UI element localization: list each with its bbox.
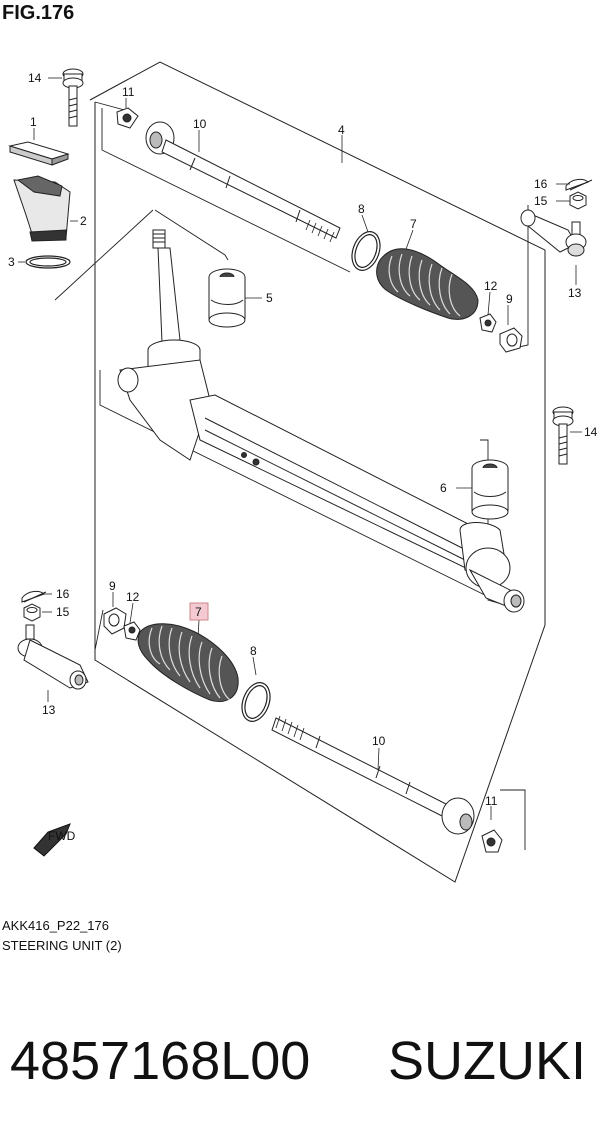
callout-16-bottom: 16 xyxy=(56,587,70,601)
callout-15-bottom: 15 xyxy=(56,605,70,619)
tie-rod-end-part-13-top xyxy=(520,209,587,257)
callout-16-top: 16 xyxy=(534,177,548,191)
callout-15-top: 15 xyxy=(534,194,548,208)
figure-title: FIG.176 xyxy=(2,2,75,24)
pinion-housing xyxy=(117,229,211,461)
callout-6: 6 xyxy=(440,481,447,495)
callout-7-top: 7 xyxy=(410,217,417,231)
bellows-part-7-top xyxy=(376,248,479,320)
callout-2: 2 xyxy=(80,214,87,228)
callout-11-bottom: 11 xyxy=(485,794,498,808)
nut-part-12-bottom xyxy=(123,621,141,641)
reference-lines xyxy=(54,101,529,850)
callout-12-bottom: 12 xyxy=(126,590,140,604)
steering-unit-diagram: FWD 14 11 10 4 1 2 3 5 8 7 16 15 13 12 9… xyxy=(8,61,598,883)
highlight-box xyxy=(189,602,209,621)
callout-7-bottom: 7 xyxy=(195,605,202,619)
callout-9-bottom: 9 xyxy=(109,579,116,593)
callout-8-bottom: 8 xyxy=(250,644,257,658)
callout-12-top: 12 xyxy=(484,279,498,293)
callout-1: 1 xyxy=(30,115,37,129)
brand-name: SUZUKI xyxy=(388,1031,587,1091)
callout-13-bottom: 13 xyxy=(42,703,56,717)
clamp-part-8-top xyxy=(351,231,381,271)
figure-code: AKK416_P22_176 xyxy=(2,918,109,933)
clamp-part-8-bottom xyxy=(241,682,271,722)
bellows-part-7-bottom xyxy=(137,623,239,702)
cotter-pin-part-16-top xyxy=(565,178,593,191)
callout-5: 5 xyxy=(266,291,273,305)
bushing-part-5 xyxy=(208,268,246,328)
callout-14-right: 14 xyxy=(584,425,598,439)
cotter-pin-part-16-bottom xyxy=(21,590,47,603)
callout-3: 3 xyxy=(8,255,15,269)
part-number: 4857168L00 xyxy=(10,1031,311,1091)
nut-part-15-top xyxy=(569,191,587,210)
callout-9-top: 9 xyxy=(506,292,513,306)
nut-part-11-top xyxy=(116,107,139,129)
cover-part-2 xyxy=(13,175,71,242)
nut-part-11-bottom xyxy=(481,829,503,853)
callout-labels: 14 11 10 4 1 2 3 5 8 7 16 15 13 12 9 14 … xyxy=(8,71,598,808)
washer-part-1 xyxy=(8,141,70,166)
figure-subtitle: STEERING UNIT (2) xyxy=(2,938,122,953)
nut-part-15-bottom xyxy=(23,603,41,622)
inner-tie-rod-part-10-bottom xyxy=(271,715,475,835)
bolt-part-14-top xyxy=(62,68,84,127)
callout-14-top: 14 xyxy=(28,71,42,85)
inner-tie-rod-part-10-top xyxy=(145,121,341,243)
callout-10-bottom: 10 xyxy=(372,734,386,748)
callout-10-top: 10 xyxy=(193,117,207,131)
nut-part-9-top xyxy=(499,327,523,353)
tie-rod-end-part-13-bottom xyxy=(17,624,89,690)
callout-11-top: 11 xyxy=(122,85,135,99)
fwd-label: FWD xyxy=(48,829,76,843)
bushing-part-6 xyxy=(471,459,509,520)
callout-4: 4 xyxy=(338,123,345,137)
nut-part-9-bottom xyxy=(103,607,127,635)
nut-part-12-top xyxy=(479,313,497,333)
fwd-arrow-icon: FWD xyxy=(33,823,76,857)
callout-8-top: 8 xyxy=(358,202,365,216)
bolt-part-14-right xyxy=(552,406,574,465)
callout-13-top: 13 xyxy=(568,286,582,300)
ring-part-3 xyxy=(25,255,71,269)
rack-housing xyxy=(189,394,525,613)
